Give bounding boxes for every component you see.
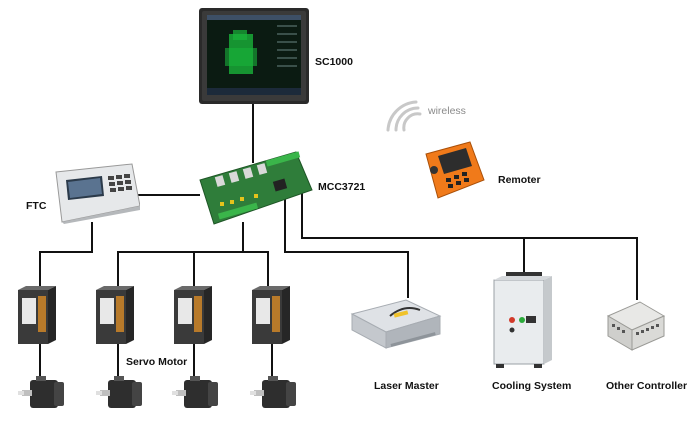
label-wireless: wireless: [428, 105, 466, 117]
circuit-board-icon: [199, 151, 313, 225]
wire-group: [39, 103, 638, 380]
label-mcc3721: MCC3721: [318, 181, 366, 193]
servo-motor-icon: [18, 376, 64, 408]
wire-servo4: [243, 251, 269, 286]
wire-laser: [284, 192, 409, 298]
label-remoter: Remoter: [498, 174, 541, 186]
ftc-panel-icon: [55, 163, 140, 224]
wire-other-controller: [301, 192, 638, 300]
label-sc1000: SC1000: [315, 56, 353, 68]
cooling-cabinet-icon: [493, 272, 552, 368]
servo-drive-icon: [252, 286, 290, 344]
plc-icon: [606, 301, 666, 351]
wire-ftc-servo1: [39, 222, 93, 286]
monitor-icon: [199, 8, 309, 104]
label-ftc: FTC: [26, 200, 47, 212]
servo-motor-icon: [250, 376, 296, 408]
label-laser-master: Laser Master: [374, 380, 439, 392]
label-servo-motor: Servo Motor: [126, 356, 188, 368]
servo-drive-icon: [96, 286, 134, 344]
servo-drive-icon: [18, 286, 56, 344]
laser-source-icon: [350, 299, 442, 349]
servo-motor-icon: [96, 376, 142, 408]
label-cooling-system: Cooling System: [492, 380, 572, 392]
label-other-controller: Other Controller: [606, 380, 688, 392]
remote-control-icon: [425, 141, 485, 199]
servo-motor-icon: [172, 376, 218, 408]
wireless-icon: [386, 100, 422, 132]
servo-drive-icon: [174, 286, 212, 344]
wire-mcc-servos: [117, 222, 244, 286]
